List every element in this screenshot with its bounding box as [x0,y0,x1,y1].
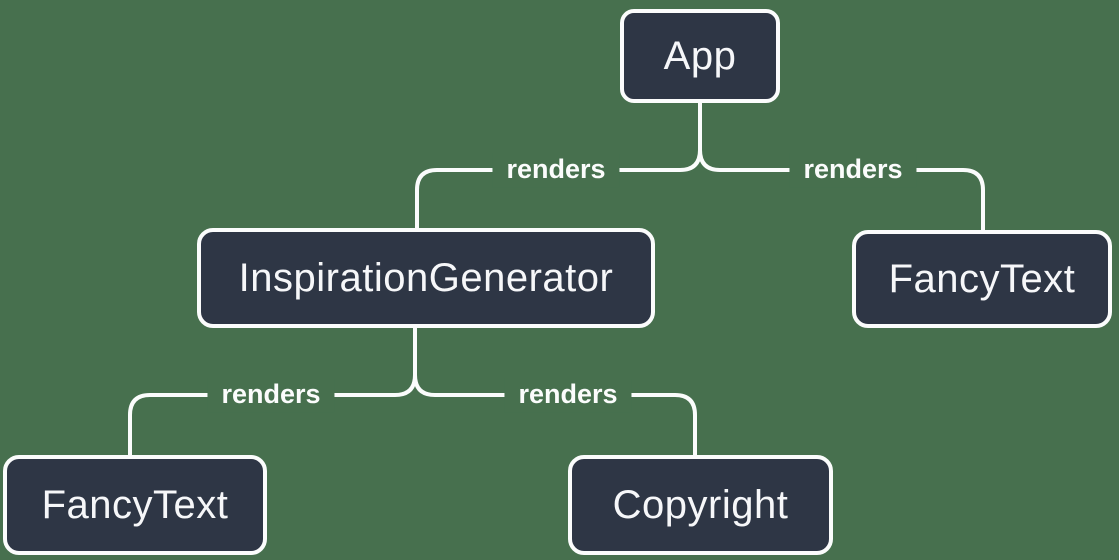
edge-label-renders-inspirationgenerator-fancytext: renders [207,378,335,412]
node-fancy-text-left-label: FancyText [41,482,229,527]
node-inspiration-generator-label: InspirationGenerator [238,255,614,300]
node-app: App [620,9,780,103]
node-fancy-text-right: FancyText [852,230,1112,328]
node-copyright-label: Copyright [612,482,789,527]
node-fancy-text-right-label: FancyText [888,256,1076,301]
node-copyright: Copyright [568,455,833,555]
node-fancy-text-left: FancyText [3,455,267,555]
node-inspiration-generator: InspirationGenerator [197,228,655,328]
edge-label-renders-app-fancytext: renders [789,153,917,187]
edge-label-renders-app-inspirationgenerator: renders [492,153,620,187]
node-app-label: App [663,33,737,78]
edge-label-renders-inspirationgenerator-copyright: renders [504,378,632,412]
